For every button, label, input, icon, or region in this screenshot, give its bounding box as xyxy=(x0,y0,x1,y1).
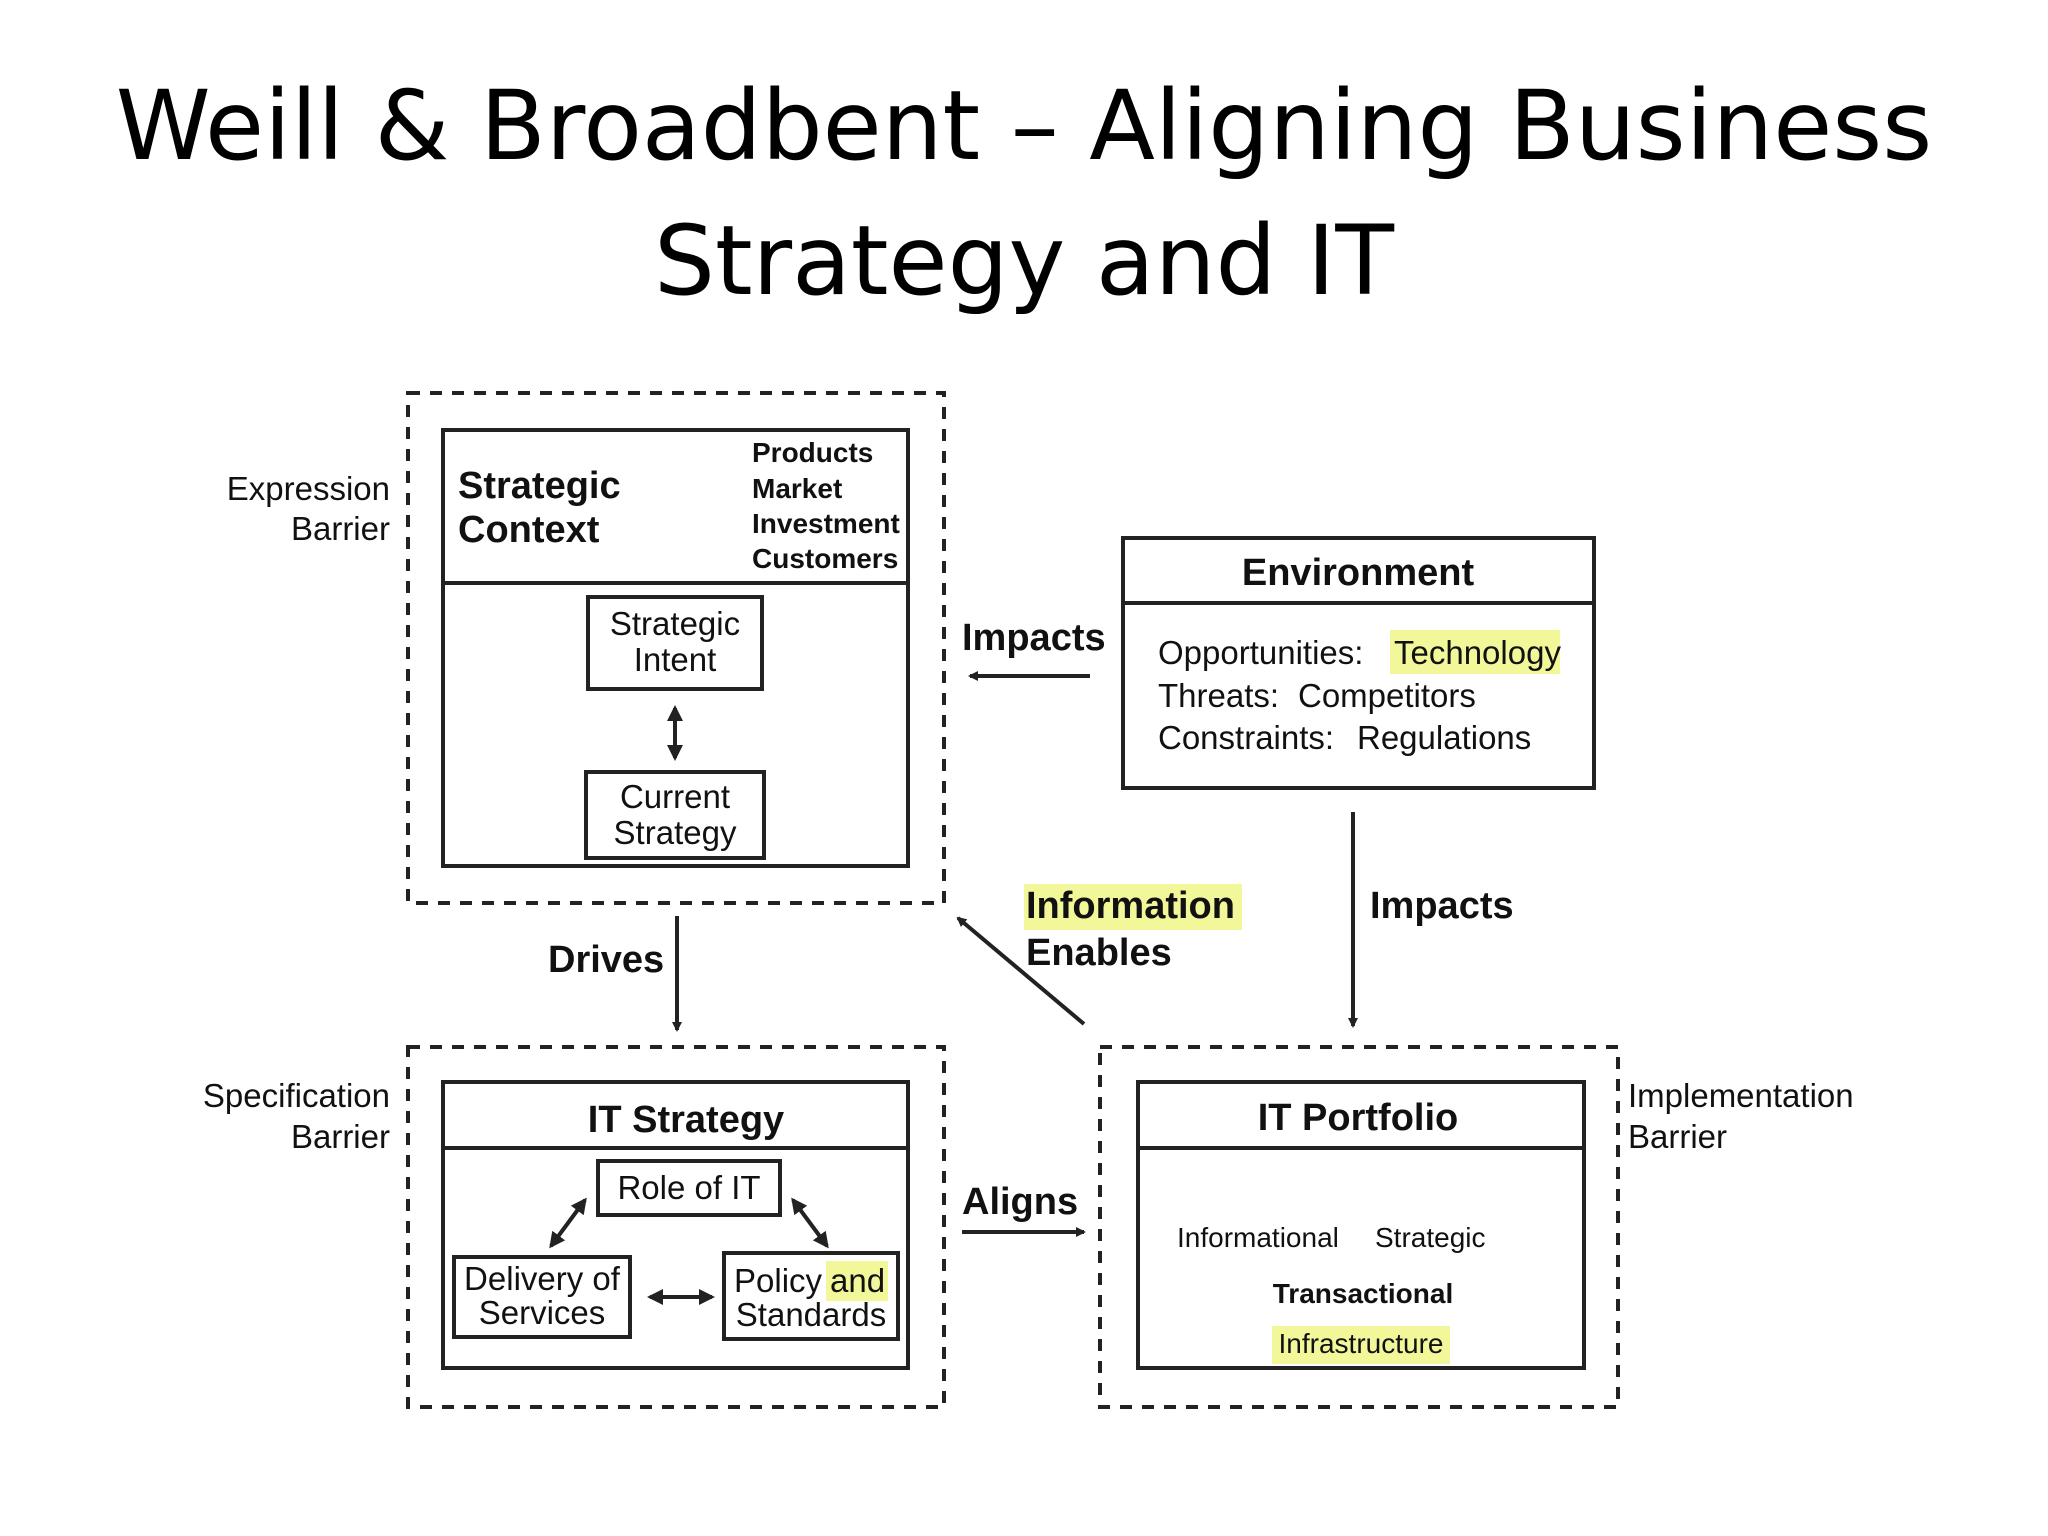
and-highlight xyxy=(826,1261,888,1301)
information-enables-arrow xyxy=(956,916,1086,1026)
role-of-it-label: Role of IT xyxy=(617,1169,760,1206)
role-delivery-arrow xyxy=(549,1197,587,1249)
environment-box: Environment Opportunities: Technology Th… xyxy=(1121,536,1596,790)
svg-text:Barrier: Barrier xyxy=(291,1118,390,1155)
portfolio-transactional: Transactional xyxy=(1273,1278,1454,1309)
it-strategy-title: IT Strategy xyxy=(588,1099,784,1141)
impacts-down-label: Impacts xyxy=(1370,885,1514,927)
delivery-label-2: Services xyxy=(479,1294,606,1331)
svg-text:Barrier: Barrier xyxy=(291,510,390,547)
implementation-barrier-label: Implementation Barrier xyxy=(1628,1077,1854,1155)
context-item-customers: Customers xyxy=(752,543,898,574)
svg-text:Expression: Expression xyxy=(227,470,390,507)
portfolio-strategic: Strategic xyxy=(1375,1222,1486,1253)
slide-title-line-2: Strategy and IT xyxy=(654,205,1394,317)
current-strategy-label-2: Strategy xyxy=(614,814,737,851)
svg-text:Implementation: Implementation xyxy=(1628,1077,1854,1114)
context-item-market: Market xyxy=(752,473,842,504)
current-strategy-label-1: Current xyxy=(620,778,730,815)
slide-title-line-1: Weill & Broadbent – Aligning Business xyxy=(115,70,1933,182)
context-item-products: Products xyxy=(752,437,873,468)
portfolio-infrastructure: Infrastructure xyxy=(1279,1328,1444,1359)
standards-label: Standards xyxy=(736,1296,886,1333)
strategic-intent-box xyxy=(586,595,764,691)
role-of-it-box xyxy=(596,1159,782,1217)
strategic-context-box: Strategic Context Products Market Invest… xyxy=(441,428,910,868)
it-portfolio-box: IT Portfolio Informational Strategic Tra… xyxy=(1136,1080,1586,1370)
svg-text:Specification: Specification xyxy=(203,1077,390,1114)
environment-title: Environment xyxy=(1242,552,1475,594)
env-constraints-label: Constraints: xyxy=(1158,719,1334,756)
information-label: Information xyxy=(1026,885,1235,927)
drives-label: Drives xyxy=(548,939,664,981)
role-policy-arrow xyxy=(791,1197,829,1249)
svg-text:Barrier: Barrier xyxy=(1628,1118,1727,1155)
strategic-context-title-2: Context xyxy=(458,509,600,551)
technology-highlight xyxy=(1390,630,1560,674)
env-threats-label: Threats: xyxy=(1158,677,1279,714)
strategic-intent-label-1: Strategic xyxy=(610,605,740,642)
impacts-left-label: Impacts xyxy=(962,617,1106,659)
infrastructure-highlight xyxy=(1272,1326,1450,1364)
strategic-intent-label-2: Intent xyxy=(634,641,717,678)
expression-barrier-label: Expression Barrier xyxy=(227,470,390,547)
specification-barrier-label: Specification Barrier xyxy=(203,1077,390,1155)
enables-label: Enables xyxy=(1026,932,1172,974)
strategic-context-title-1: Strategic xyxy=(458,465,621,507)
env-opportunities-value: Technology xyxy=(1394,634,1561,671)
env-constraints-value: Regulations xyxy=(1357,719,1531,756)
delivery-label-1: Delivery of xyxy=(464,1260,621,1297)
aligns-label: Aligns xyxy=(962,1181,1078,1223)
current-strategy-box xyxy=(584,770,766,860)
expression-barrier-region xyxy=(406,391,946,905)
and-label: and xyxy=(830,1262,885,1299)
specification-barrier-region xyxy=(406,1045,946,1409)
policy-label: Policy xyxy=(734,1262,823,1299)
env-opportunities-label: Opportunities: xyxy=(1158,634,1363,671)
it-portfolio-title: IT Portfolio xyxy=(1258,1097,1459,1139)
information-highlight xyxy=(1024,884,1242,930)
delivery-of-services-box xyxy=(452,1255,632,1339)
env-threats-value: Competitors xyxy=(1298,677,1476,714)
context-item-investment: Investment xyxy=(752,508,900,539)
it-strategy-box: IT Strategy Role of IT Delivery of Servi… xyxy=(441,1080,910,1370)
portfolio-informational: Informational xyxy=(1177,1222,1339,1253)
